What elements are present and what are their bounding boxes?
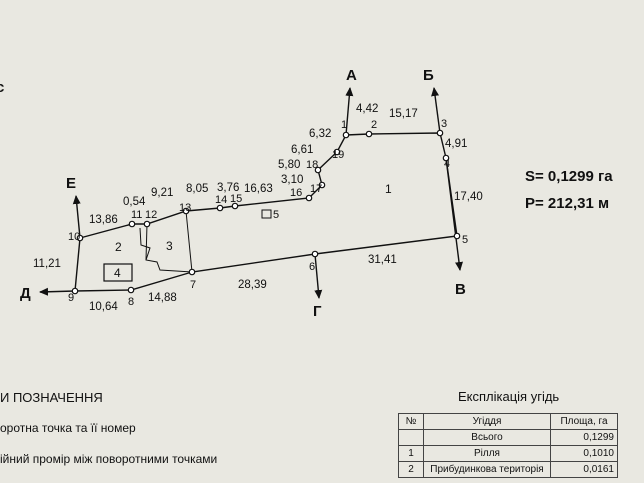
segment-length: 28,39 [238, 279, 267, 291]
arrow-e [72, 195, 81, 239]
segment-length: 4,42 [356, 103, 378, 115]
area-summary: S= 0,1299 га [525, 168, 613, 185]
segment-length: 11,21 [33, 258, 61, 270]
table-cell: 1 [398, 445, 424, 462]
point-label: 1 [341, 119, 347, 131]
cropped-mark: с [0, 79, 4, 96]
segment-length: 17,40 [454, 191, 483, 203]
building-5 [261, 209, 272, 219]
arrow-a [345, 87, 354, 136]
segment-length: 9,21 [151, 187, 173, 199]
point-label: 4 [444, 158, 450, 170]
point-label: 9 [68, 292, 74, 304]
point-label: 14 [215, 194, 227, 206]
segment-length: 6,32 [309, 128, 331, 140]
legend-item: оротна точка та її номер [0, 421, 136, 435]
legend-title: И ПОЗНАЧЕННЯ [0, 390, 103, 405]
parcel-label: 4 [114, 266, 121, 280]
point-label: 17 [310, 183, 322, 195]
legend-item: ійний промір між поворотними точками [0, 452, 218, 466]
table-cell: 0,1299 [550, 429, 618, 446]
arrow-g [314, 253, 323, 299]
segment-length: 14,88 [148, 292, 177, 304]
explication-title: Експлікація угідь [458, 389, 560, 404]
point-label: 16 [290, 187, 302, 199]
segment-length: 31,41 [368, 254, 397, 266]
segment-length: 6,61 [291, 144, 313, 156]
point-label: 10 [68, 231, 80, 243]
segment-length: 3,76 [217, 182, 239, 194]
perimeter-summary: P= 212,31 м [525, 195, 610, 212]
direction-v: В [455, 281, 466, 298]
table-row: Всього 0,1299 [398, 429, 618, 446]
parcel-label: 3 [166, 239, 173, 253]
segment-length: 4,91 [445, 138, 467, 150]
building-4 [103, 263, 133, 282]
table-cell: 0,0161 [550, 461, 618, 478]
segment-length: 3,10 [281, 174, 303, 186]
direction-e: Е [66, 175, 76, 192]
point-label: 15 [230, 193, 242, 205]
segment-length: 10,64 [89, 301, 118, 313]
table-header-row: № Угіддя Площа, га [398, 413, 618, 430]
parcel-label: 2 [115, 240, 122, 254]
inner-divider [139, 227, 151, 261]
table-cell: Всього [423, 429, 551, 446]
table-header: Площа, га [550, 413, 618, 430]
point-label: 8 [128, 296, 134, 308]
segment-length: 0,54 [123, 196, 146, 208]
segment-length: 8,05 [186, 183, 208, 195]
point-label: 12 [145, 209, 157, 221]
direction-b: Б [423, 67, 434, 84]
point-label: 5 [462, 234, 468, 246]
building-3-outline [145, 210, 193, 273]
segment-length: 16,63 [244, 183, 273, 195]
table-row: 2 Прибудинкова територія 0,0161 [398, 461, 618, 478]
point-label: 3 [441, 118, 447, 130]
direction-d: Д [20, 285, 31, 302]
point-label: 2 [371, 119, 377, 131]
table-header: № [398, 413, 424, 430]
segment-length: 5,80 [278, 159, 300, 171]
arrow-b [431, 87, 441, 134]
turning-points [71, 129, 461, 295]
direction-a: А [346, 67, 357, 84]
table-header: Угіддя [423, 413, 551, 430]
table-cell: Прибудинкова територія [423, 461, 551, 478]
segment-length: 15,17 [389, 108, 418, 120]
point-label: 19 [332, 149, 344, 161]
point-label: 13 [179, 202, 191, 214]
point-label: 7 [190, 279, 196, 291]
parcel-label: 1 [385, 182, 392, 196]
table-row: 1 Рілля 0,1010 [398, 445, 618, 462]
table-cell: 2 [398, 461, 424, 478]
table-cell: Рілля [423, 445, 551, 462]
table-cell [398, 429, 424, 446]
point-label: 6 [309, 261, 315, 273]
arrow-d [39, 287, 76, 296]
point-label: 11 [131, 209, 142, 221]
table-cell: 0,1010 [550, 445, 618, 462]
explication-table: № Угіддя Площа, га Всього 0,1299 1 Рілля… [398, 413, 618, 478]
parcel-label: 5 [273, 209, 279, 221]
arrow-v [445, 157, 463, 271]
direction-g: Г [313, 303, 322, 320]
point-label: 18 [306, 159, 318, 171]
segment-length: 13,86 [89, 214, 118, 226]
